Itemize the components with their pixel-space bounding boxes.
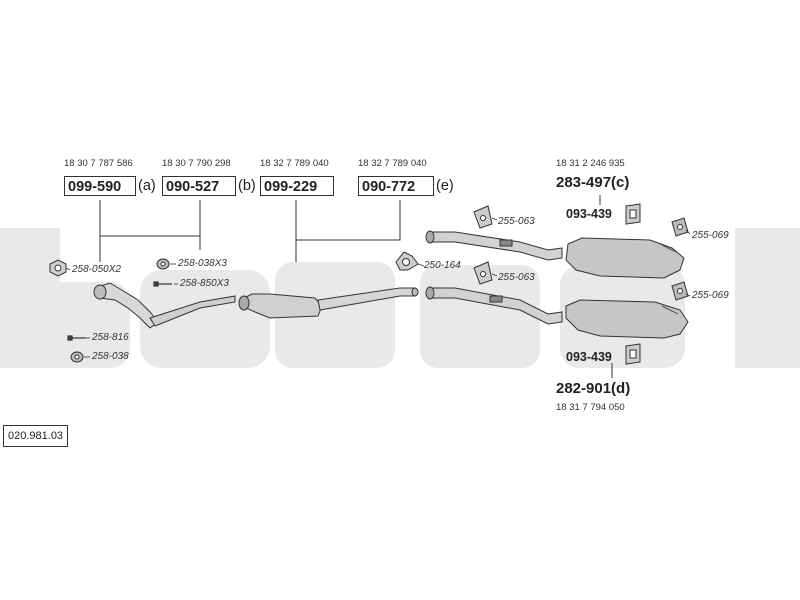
front-downpipe-part [93, 282, 236, 329]
washer-top-part [156, 258, 170, 270]
washer-left-part [70, 351, 84, 363]
rubber-hanger-lower-label: 255-069 [692, 290, 729, 301]
leader-lines [99, 195, 613, 378]
nut-label: 258-050X2 [72, 264, 121, 275]
rubber-hanger-upper-part [671, 217, 689, 237]
hanger-lower-part [473, 261, 493, 285]
diagram-id: 020.981.03 [3, 425, 69, 447]
kit-a-oem-number: 18 30 7 787 586 [64, 158, 133, 169]
silencer-c-part-number: 283-497(c) [556, 174, 630, 191]
silencer-d-part-number: 282-901(d) [556, 380, 631, 397]
silencer-d-oem-number: 18 31 7 794 050 [556, 402, 625, 413]
kit-e-suffix: (e) [436, 178, 454, 194]
label-leaders [65, 217, 691, 358]
washer-left-label: 258-038 [92, 351, 129, 362]
mount-093-439-lower [625, 343, 641, 365]
washer-top-label: 258-038X3 [178, 258, 227, 269]
kit-a-part-number: 099-590 [64, 176, 136, 196]
rear-silencer-lower-part [425, 286, 689, 339]
kit-c-oem-number: 18 32 7 789 040 [260, 158, 329, 169]
silencer-c-oem-number: 18 31 2 246 935 [556, 158, 625, 169]
kit-c-part-number: 099-229 [260, 176, 334, 196]
gasket-part [395, 251, 419, 271]
hex-nut-part [49, 259, 67, 277]
kit-b-suffix: (b) [238, 178, 256, 194]
bolt-left-part [67, 335, 86, 341]
mount-093-439-upper [625, 203, 641, 225]
mount-upper-part-number: 093-439 [566, 207, 612, 221]
kit-b-part-number: 090-527 [162, 176, 236, 196]
kit-b-oem-number: 18 30 7 790 298 [162, 158, 231, 169]
kit-e-part-number: 090-772 [358, 176, 434, 196]
hanger-upper-label: 255-063 [498, 216, 535, 227]
hanger-lower-label: 255-063 [498, 272, 535, 283]
kit-a-suffix: (a) [138, 178, 156, 194]
bolt-top-label: 258-850X3 [180, 278, 229, 289]
rubber-hanger-lower-part [671, 281, 689, 301]
mount-lower-part-number: 093-439 [566, 350, 612, 364]
center-catalyst-part [238, 287, 419, 319]
bolt-left-label: 258-816 [92, 332, 129, 343]
hanger-upper-part [473, 205, 493, 229]
bolt-top-part [153, 281, 172, 287]
rubber-hanger-upper-label: 255-069 [692, 230, 729, 241]
rear-silencer-upper-part [425, 230, 685, 279]
kit-e-oem-number: 18 32 7 789 040 [358, 158, 427, 169]
gasket-label: 250-164 [424, 260, 461, 271]
